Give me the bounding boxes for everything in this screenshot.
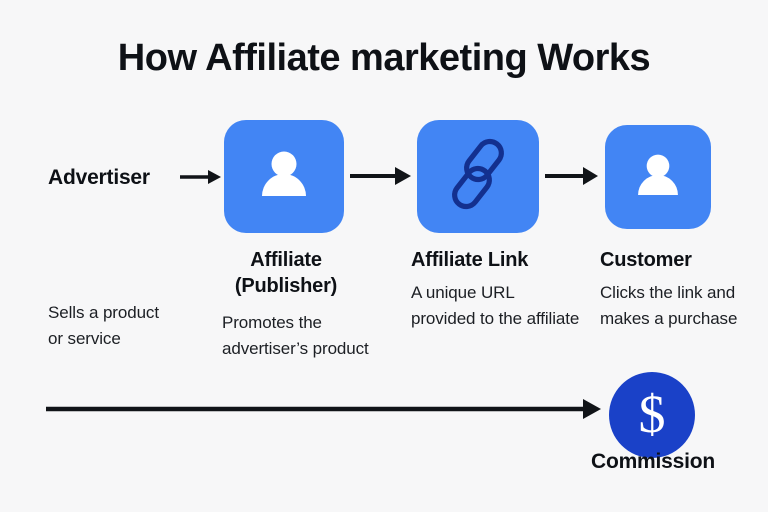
affiliate-heading: Affiliate (Publisher)	[234, 249, 338, 297]
affiliate-link-heading: Affiliate Link	[411, 249, 529, 271]
page-title: How Affiliate marketing Works	[117, 37, 651, 79]
affiliate-description: Promotes the advertiser’s product	[222, 313, 369, 358]
arrow-affiliate-to-link-icon	[350, 160, 412, 192]
person-icon	[629, 146, 687, 209]
commission-badge: $	[609, 372, 695, 458]
advertiser-description: Sells a product or service	[48, 303, 159, 348]
affiliate-link-icon-tile	[417, 120, 539, 233]
arrow-advertiser-to-affiliate-icon	[180, 166, 222, 188]
arrow-commission-flow-icon	[46, 396, 602, 422]
customer-description: Clicks the link and makes a purchase	[600, 283, 738, 328]
customer-heading: Customer	[600, 249, 692, 271]
person-icon	[252, 142, 316, 211]
link-icon	[442, 138, 514, 215]
arrow-link-to-customer-icon	[545, 160, 599, 192]
customer-icon-tile	[605, 125, 711, 229]
advertiser-label: Advertiser	[48, 166, 150, 189]
affiliate-icon-tile	[224, 120, 344, 233]
commission-label: Commission	[590, 450, 716, 473]
dollar-sign-icon: $	[638, 384, 666, 444]
affiliate-link-description: A unique URL provided to the affiliate	[411, 283, 580, 328]
